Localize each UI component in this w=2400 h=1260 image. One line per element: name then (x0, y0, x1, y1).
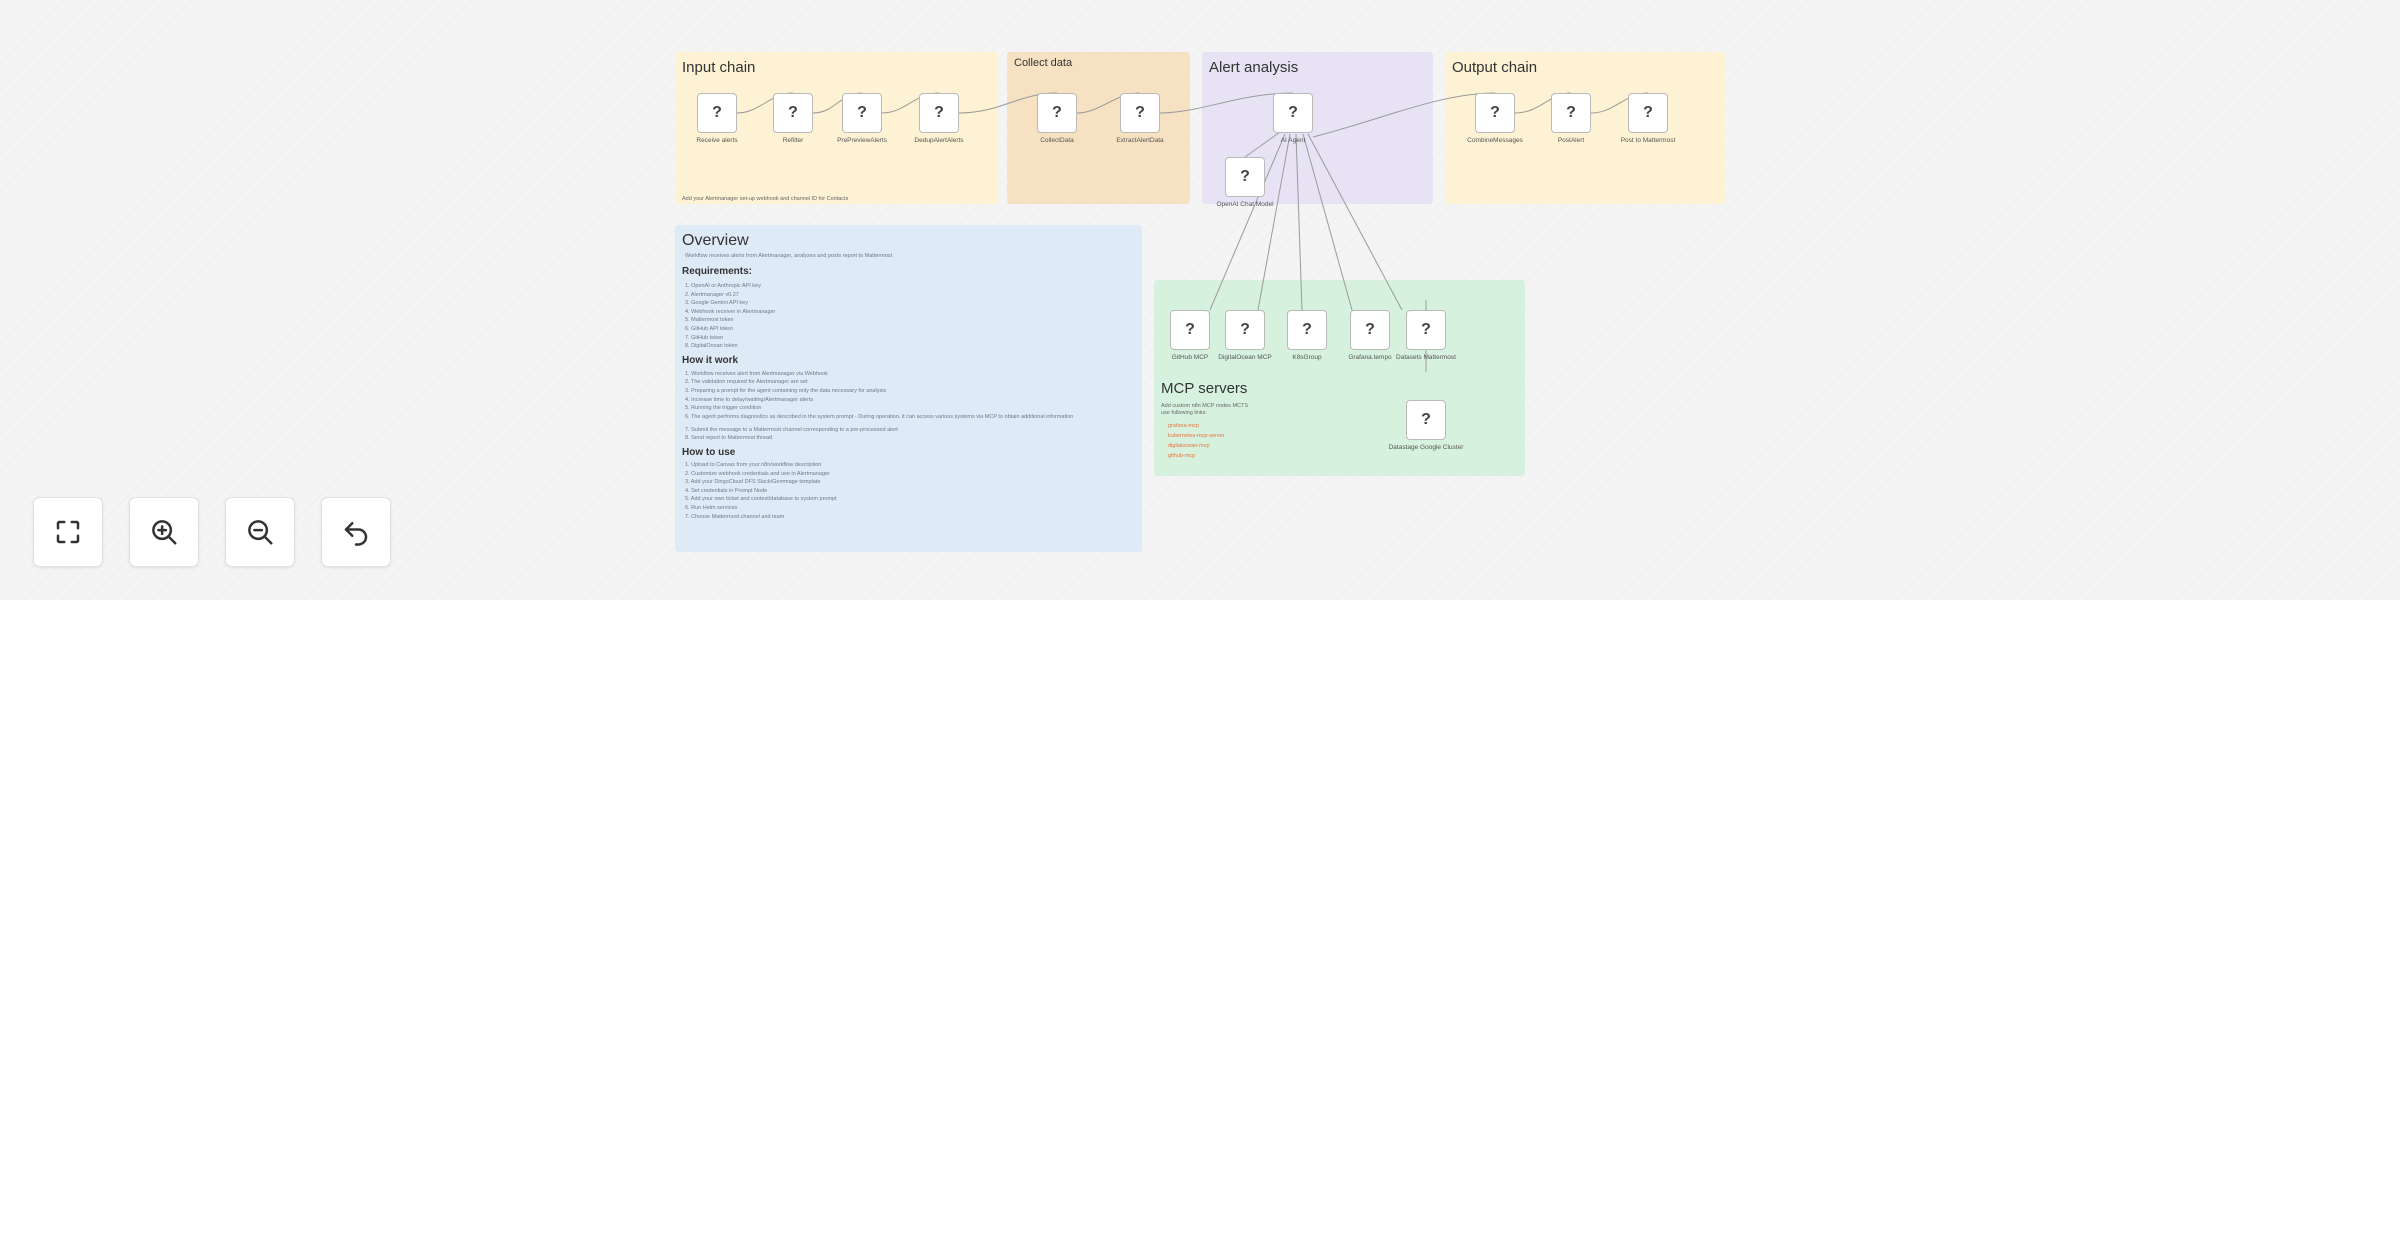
overview-list-item: 1. OpenAI or Anthropic API key (685, 283, 761, 289)
workflow-node[interactable]: ? (1170, 310, 1210, 350)
overview-list-item: 1. Workflow receives alert from Alertman… (685, 370, 828, 377)
node-label: ExtractAlertData (1116, 137, 1164, 144)
node-label: AI Agent (1280, 137, 1306, 144)
workflow-node[interactable]: ? (1406, 310, 1446, 350)
zoom-in-icon (152, 520, 177, 545)
overview-list-item: 5. Mattermost token (685, 317, 734, 324)
overview-list-item: 6. GitHub API token (685, 326, 734, 332)
overview-list-item: 3. Google Gemini API key (685, 300, 748, 307)
overview-list-item: 5. Add your own ticket and context/datab… (685, 496, 837, 503)
undo-icon (344, 522, 368, 546)
node-label: PostAlert (1557, 137, 1585, 144)
overview-list-item: 4. Webhook receiver in Alertmanager (685, 308, 776, 315)
mcp-link[interactable]: grafana-mcp (1168, 423, 1199, 429)
fit-view-icon (56, 520, 80, 544)
overview-list-item: 2. The validation required for Alertmana… (685, 379, 808, 386)
group-title: Output chain (1452, 59, 1538, 76)
node-label: Grafana.tempo (1348, 354, 1392, 361)
workflow-node[interactable]: ? (1350, 310, 1390, 350)
group-collect-data[interactable]: Collect data (1007, 52, 1190, 204)
workflow-node[interactable]: ? (1225, 310, 1265, 350)
mcp-note-line: use following links: (1161, 410, 1207, 416)
workflow-canvas[interactable]: Input chain Add your Alertmanager set-up… (0, 0, 2400, 600)
overview-list-item: 6. The agent performs diagnostics as des… (685, 413, 1074, 420)
overview-list-item: 4. Set credentials in Prompt Node (685, 487, 768, 494)
overview-list-item: 7. Choose Mattermost channel and team (685, 513, 785, 520)
node-label: Refilter (782, 137, 804, 144)
workflow-node[interactable]: ? (1406, 400, 1446, 440)
node-label: OpenAI Chat Model (1216, 201, 1274, 208)
overview-list-item: 7. GitHub token (685, 334, 724, 341)
overview-intro: Workflow receives alerts from Alertmanag… (685, 253, 893, 259)
group-title: MCP servers (1161, 380, 1248, 397)
node-label: PrePreviewAlerts (837, 137, 887, 144)
mcp-link[interactable]: digitalocean-mcp (1168, 443, 1210, 449)
overview-list-item: 5. Running the trigger condition (685, 405, 762, 412)
overview-list-item: 6. Run Helm services (685, 505, 738, 511)
workflow-node[interactable]: ? (773, 93, 813, 133)
node-label: CollectData (1040, 137, 1074, 144)
group-note: Add your Alertmanager set-up webhook and… (682, 196, 849, 202)
group-title: Alert analysis (1209, 59, 1299, 76)
node-label: DedupAlertAlerts (914, 137, 964, 144)
group-title: Collect data (1014, 57, 1073, 69)
overview-list-item: 2. Alertmanager v0.27 (685, 291, 739, 298)
workflow-node[interactable]: ? (919, 93, 959, 133)
node-label: CombineMessages (1467, 137, 1523, 144)
node-label: DigitalOcean MCP (1218, 354, 1272, 361)
fit-view-button[interactable] (33, 497, 103, 567)
overview-heading: How to use (682, 447, 736, 458)
workflow-node[interactable]: ? (1225, 157, 1265, 197)
reset-button[interactable] (321, 497, 391, 567)
overview-heading: Requirements: (682, 266, 753, 277)
workflow-node[interactable]: ? (1120, 93, 1160, 133)
mcp-link[interactable]: kubernetes-mcp-server (1168, 433, 1225, 439)
overview-list-item: 3. Add your DingoCloud DFS Slack/Gemmage… (685, 479, 821, 486)
node-label: Post to Mattermost (1620, 137, 1676, 144)
workflow-node[interactable]: ? (1273, 93, 1313, 133)
overview-list-item: 1. Upload to Canvas from your n8n/workfl… (685, 462, 822, 468)
mcp-link[interactable]: github-mcp (1168, 453, 1196, 459)
mcp-note-line: Add custom n8n MCP nodes MCTS (1161, 403, 1249, 409)
workflow-node[interactable]: ? (1287, 310, 1327, 350)
workflow-node[interactable]: ? (842, 93, 882, 133)
overview-list-item: 8. DigitalOcean token (685, 343, 738, 350)
zoom-out-button[interactable] (225, 497, 295, 567)
group-title: Input chain (682, 59, 756, 76)
workflow-node[interactable]: ? (697, 93, 737, 133)
node-label: Datastage Google Cluster (1388, 444, 1464, 451)
overview-list-item: 4. Increase time to delay/waiting/Alertm… (685, 396, 814, 403)
group-mcp-servers[interactable]: MCP servers (1154, 280, 1525, 476)
zoom-out-icon (248, 520, 273, 545)
overview-list-item: 8. Send report to Mattermost thread (685, 435, 773, 442)
workflow-node[interactable]: ? (1475, 93, 1515, 133)
node-label: Receive alerts (696, 137, 738, 144)
overview-list-item: 3. Preparing a prompt for the agent cont… (685, 388, 887, 394)
zoom-in-button[interactable] (129, 497, 199, 567)
node-label: K8sGroup (1292, 354, 1322, 361)
node-label: GitHub MCP (1171, 354, 1209, 361)
group-overview[interactable]: Overview (675, 225, 1142, 552)
group-title: Overview (682, 232, 749, 249)
workflow-node[interactable]: ? (1037, 93, 1077, 133)
workflow-node[interactable]: ? (1628, 93, 1668, 133)
overview-heading: How it work (682, 354, 739, 366)
overview-list-item: 7. Submit the message to a Mattermost ch… (685, 426, 898, 433)
node-label: Datasets Mattermost (1396, 354, 1456, 361)
overview-list-item: 2. Customize webhook credentials and use… (685, 470, 830, 477)
workflow-node[interactable]: ? (1551, 93, 1591, 133)
